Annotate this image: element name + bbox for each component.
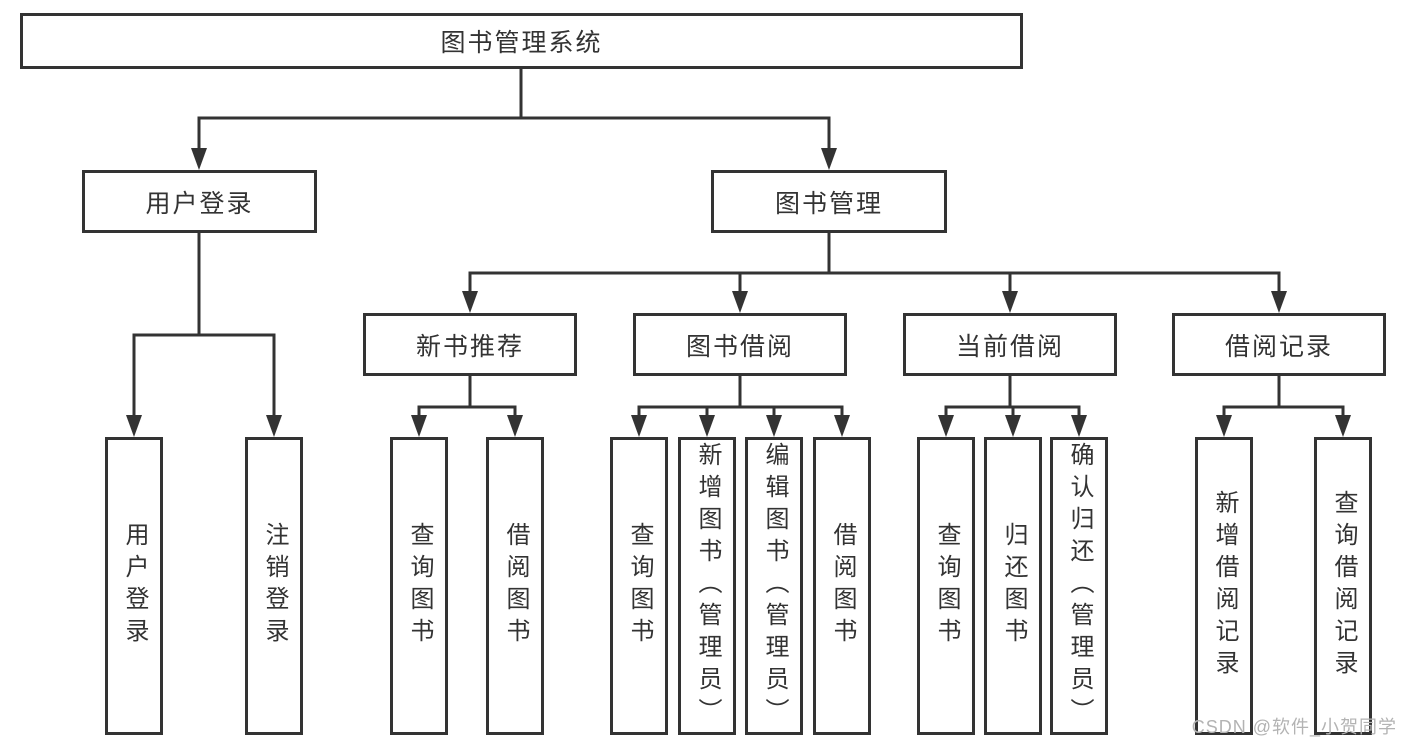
node-book-borrow: 图书借阅 [633, 313, 847, 376]
leaf-return-books: 归还图书 [984, 437, 1042, 735]
connector-new-book-recommend [411, 376, 523, 437]
leaf-borrow-books: 借阅图书 [813, 437, 871, 735]
leaf-user-login: 用户登录 [105, 437, 163, 735]
node-label: 借阅记录 [1224, 332, 1333, 361]
node-label: 用户登录 [121, 522, 148, 650]
leaf-add-borrow-record: 新增借阅记录 [1195, 437, 1253, 735]
node-book-management: 图书管理 [711, 170, 947, 233]
connector-borrow-record [1216, 376, 1351, 437]
node-label: 借阅图书 [829, 522, 856, 650]
node-label: 查询图书 [406, 522, 433, 650]
node-label: 图书管理 [774, 189, 883, 218]
leaf-borrow-books-recommend: 借阅图书 [486, 437, 544, 735]
node-label: 编辑图书（管理员） [761, 442, 788, 730]
leaf-add-books-admin: 新增图书（管理员） [678, 437, 736, 735]
node-label: 图书借阅 [685, 332, 794, 361]
leaf-logout: 注销登录 [245, 437, 303, 735]
leaf-confirm-return-admin: 确认归还（管理员） [1050, 437, 1108, 735]
node-library-management-system: 图书管理系统 [20, 13, 1023, 69]
leaf-query-borrow-record: 查询借阅记录 [1314, 437, 1372, 735]
csdn-watermark: CSDN @软件_小贺同学 [1191, 717, 1397, 737]
node-label: 借阅图书 [502, 522, 529, 650]
node-new-book-recommend: 新书推荐 [363, 313, 577, 376]
node-label: 用户登录 [145, 189, 254, 218]
leaf-edit-books-admin: 编辑图书（管理员） [745, 437, 803, 735]
leaf-query-books-recommend: 查询图书 [390, 437, 448, 735]
node-label: 新书推荐 [415, 332, 524, 361]
node-label: 查询图书 [933, 522, 960, 650]
leaf-query-books-borrow: 查询图书 [610, 437, 668, 735]
connector-book-management [462, 233, 1287, 313]
node-current-borrow: 当前借阅 [903, 313, 1117, 376]
node-label: 新增图书（管理员） [694, 442, 721, 730]
node-label: 查询图书 [626, 522, 653, 650]
node-label: 归还图书 [1000, 522, 1027, 650]
leaf-query-books-current: 查询图书 [917, 437, 975, 735]
node-label: 查询借阅记录 [1330, 490, 1357, 682]
connector-user-login [126, 233, 282, 437]
node-label: 新增借阅记录 [1211, 490, 1238, 682]
node-label: 图书管理系统 [440, 29, 603, 57]
connector-book-borrow [631, 376, 850, 437]
connector-current-borrow [938, 376, 1087, 437]
node-label: 注销登录 [261, 522, 288, 650]
node-label: 当前借阅 [955, 332, 1064, 361]
node-label: 确认归还（管理员） [1066, 442, 1093, 730]
node-borrow-record: 借阅记录 [1172, 313, 1386, 376]
node-user-login: 用户登录 [82, 170, 317, 233]
connector-root [191, 69, 837, 170]
